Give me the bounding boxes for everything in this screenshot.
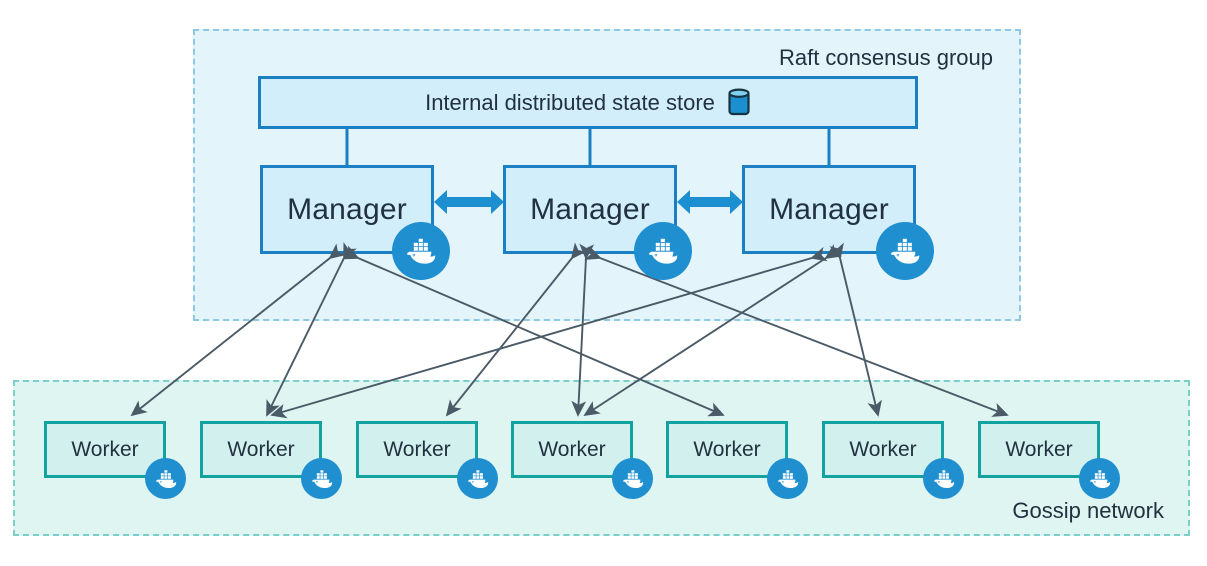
database-icon [727,87,751,118]
manager-label: Manager [530,192,650,226]
worker-node-3[interactable]: Worker [511,421,633,478]
docker-whale-icon[interactable] [923,458,964,499]
worker-label: Worker [1005,437,1073,461]
docker-whale-icon[interactable] [876,222,934,280]
worker-node-6[interactable]: Worker [978,421,1100,478]
internal-distributed-state-store[interactable]: Internal distributed state store [258,76,918,129]
worker-label: Worker [71,437,139,461]
worker-node-5[interactable]: Worker [822,421,944,478]
docker-whale-icon[interactable] [392,222,450,280]
docker-whale-icon[interactable] [145,458,186,499]
state-store-label: Internal distributed state store [425,89,715,115]
manager-label: Manager [287,192,407,226]
docker-whale-icon[interactable] [1079,458,1120,499]
docker-whale-icon[interactable] [767,458,808,499]
worker-label: Worker [538,437,606,461]
worker-label: Worker [383,437,451,461]
docker-whale-icon[interactable] [634,222,692,280]
docker-whale-icon[interactable] [612,458,653,499]
docker-whale-icon[interactable] [457,458,498,499]
worker-node-1[interactable]: Worker [200,421,322,478]
worker-node-2[interactable]: Worker [356,421,478,478]
worker-label: Worker [693,437,761,461]
gossip-network-label: Gossip network [1012,498,1164,523]
worker-node-0[interactable]: Worker [44,421,166,478]
docker-whale-icon[interactable] [301,458,342,499]
manager-label: Manager [769,192,889,226]
raft-group-label: Raft consensus group [778,45,993,70]
worker-label: Worker [227,437,295,461]
worker-label: Worker [849,437,917,461]
worker-node-4[interactable]: Worker [666,421,788,478]
